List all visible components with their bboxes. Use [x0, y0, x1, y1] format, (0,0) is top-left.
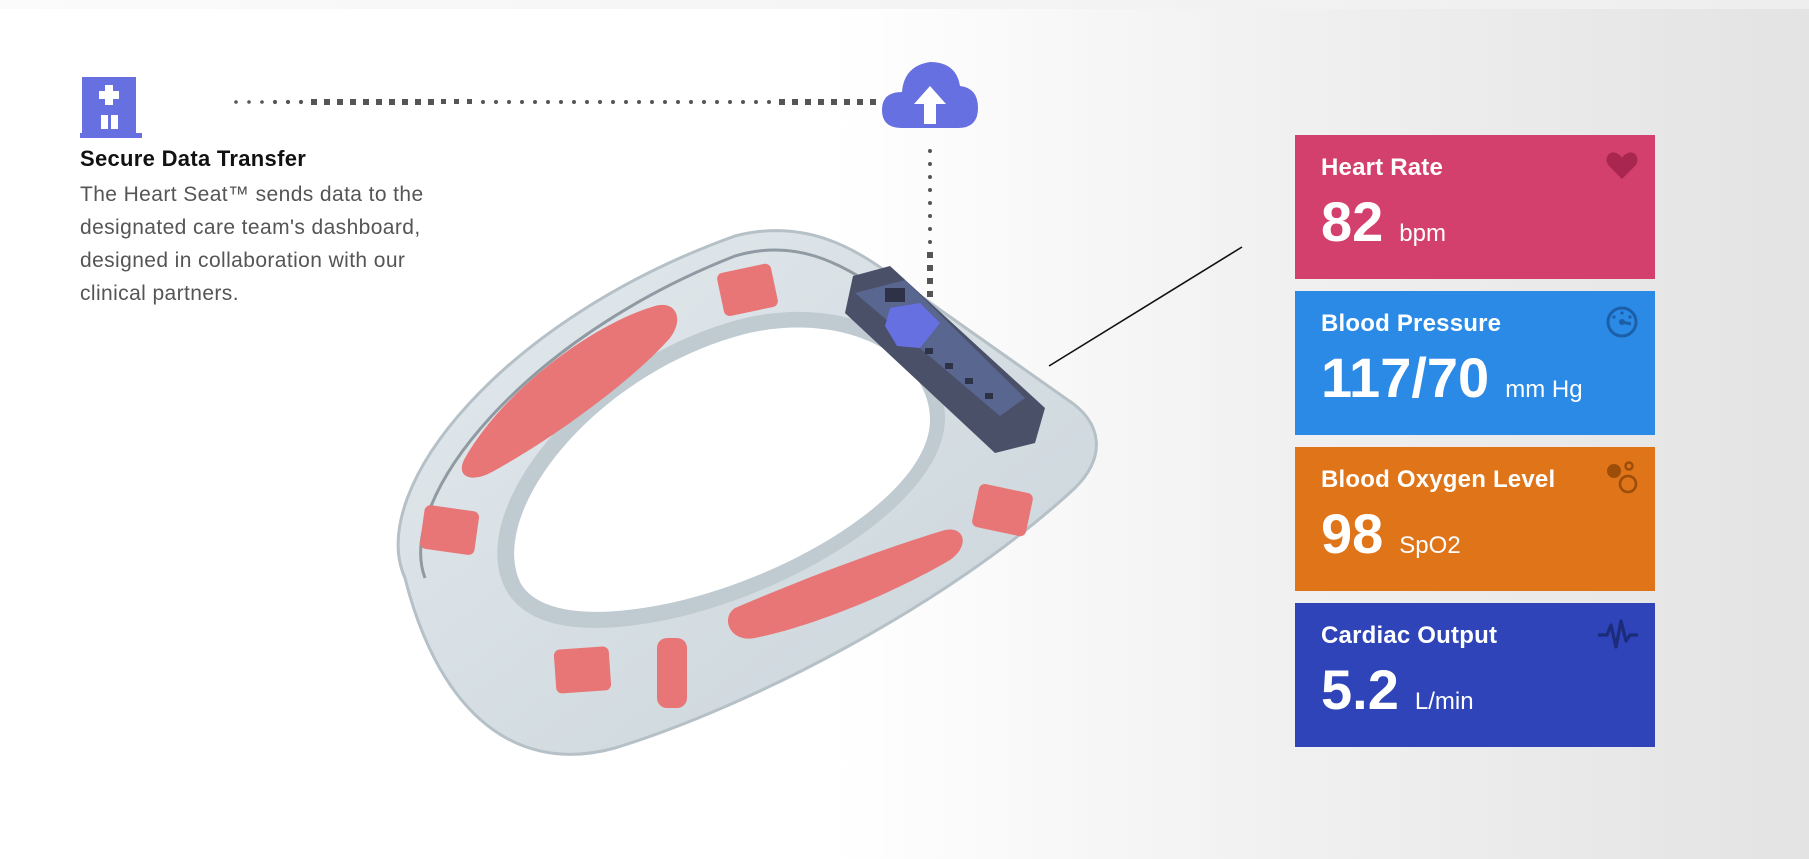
- info-title: Secure Data Transfer: [80, 146, 307, 171]
- gauge-icon: [1606, 306, 1638, 338]
- metric-title: Cardiac Output: [1321, 622, 1498, 649]
- metric-title: Blood Pressure: [1321, 310, 1502, 337]
- cloud-upload-icon: [882, 62, 978, 128]
- metric-unit: mm Hg: [1505, 376, 1583, 403]
- metric-value: 117/70: [1321, 346, 1490, 409]
- pulse-icon: [1598, 619, 1638, 649]
- metric-card-cardiac-output: Cardiac Output 5.2 L/min: [1295, 603, 1655, 747]
- metrics-panel: Heart Rate 82 bpm Blood Pressure 117/70 …: [1295, 135, 1655, 759]
- metric-title: Blood Oxygen Level: [1321, 466, 1556, 493]
- info-body: The Heart Seat™ sends data to the design…: [80, 183, 424, 305]
- metric-title: Heart Rate: [1321, 154, 1444, 181]
- top-bar: [0, 0, 1809, 9]
- metric-value: 5.2: [1321, 658, 1399, 721]
- bubbles-icon: [1607, 461, 1638, 494]
- metric-card-heart-rate: Heart Rate 82 bpm: [1295, 135, 1655, 279]
- metric-value: 98: [1321, 502, 1384, 565]
- heart-seat-illustration: [396, 229, 1098, 756]
- metric-value: 82: [1321, 190, 1384, 253]
- hospital-icon: [80, 77, 142, 138]
- metric-unit: L/min: [1414, 688, 1474, 715]
- metric-card-blood-oxygen: Blood Oxygen Level 98 SpO2: [1295, 447, 1655, 591]
- metric-unit: bpm: [1399, 220, 1446, 247]
- metric-unit: SpO2: [1399, 532, 1461, 559]
- metric-card-blood-pressure: Blood Pressure 117/70 mm Hg: [1295, 291, 1655, 435]
- heart-icon: [1606, 152, 1638, 179]
- secure-data-transfer-info: Secure Data Transfer The Heart Seat™ sen…: [80, 146, 440, 310]
